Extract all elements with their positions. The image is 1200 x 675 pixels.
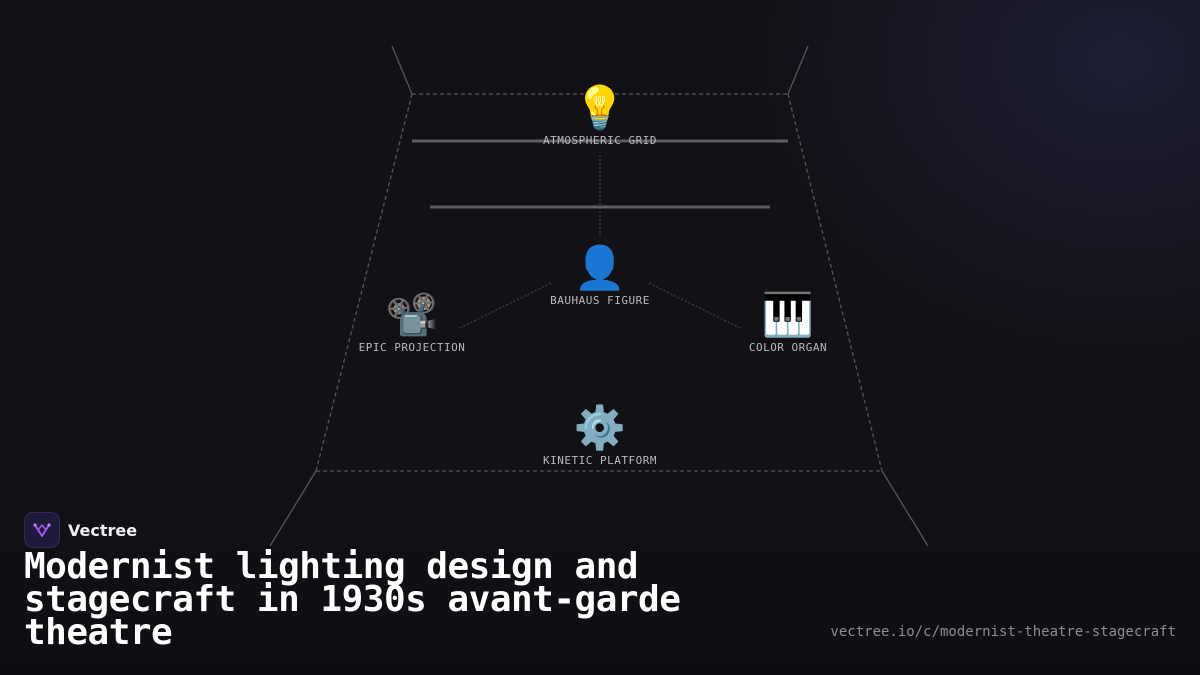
- brand-name: Vectree: [68, 520, 138, 540]
- stage-corner-line-bl: [269, 470, 317, 547]
- node-atmospheric-grid: 💡 ATMOSPHERIC GRID: [543, 83, 657, 148]
- node-epic-projection: 📽️ EPIC PROJECTION: [358, 290, 466, 355]
- lightbulb-icon: 💡: [573, 83, 627, 132]
- stage-corner-line-br: [881, 470, 929, 547]
- node-label: ATMOSPHERIC GRID: [543, 134, 657, 147]
- node-bauhaus-figure: 👤 BAUHAUS FIGURE: [550, 243, 650, 308]
- person-icon: 👤: [573, 243, 627, 292]
- node-label: EPIC PROJECTION: [358, 341, 466, 354]
- page-url: vectree.io/c/modernist-theatre-stagecraf…: [830, 624, 1176, 640]
- stage-corner-line-tr: [787, 45, 809, 95]
- stage-left-edge: [315, 93, 413, 472]
- stage-right-edge: [787, 93, 883, 472]
- film-projector-icon: 📽️: [385, 290, 439, 339]
- connector-figure-projection: [457, 282, 552, 330]
- node-color-organ: 🎹 COLOR ORGAN: [748, 290, 828, 355]
- stage-frame: [269, 45, 929, 547]
- node-label: COLOR ORGAN: [748, 341, 828, 354]
- stage-corner-line-tl: [391, 45, 413, 95]
- connector-figure-organ: [648, 282, 743, 330]
- node-kinetic-platform: ⚙️ KINETIC PLATFORM: [543, 403, 657, 468]
- page-title: Modernist lighting design and stagecraft…: [24, 546, 681, 653]
- piano-keys-icon: 🎹: [761, 290, 815, 339]
- brand: Vectree: [24, 512, 137, 548]
- gear-icon: ⚙️: [573, 403, 627, 452]
- node-label: KINETIC PLATFORM: [543, 454, 657, 467]
- vectree-logo-icon: [24, 512, 60, 548]
- node-label: BAUHAUS FIGURE: [550, 294, 650, 307]
